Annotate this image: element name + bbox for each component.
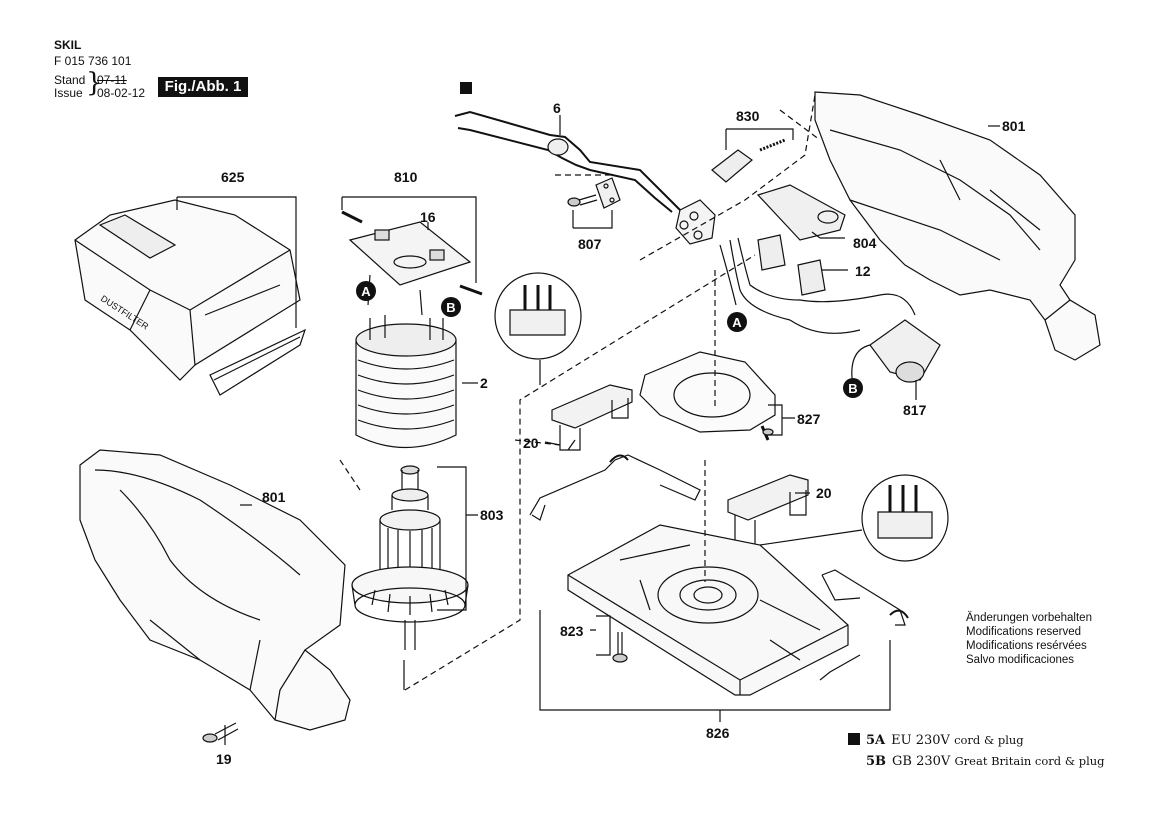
label-20-right: 20 — [816, 485, 832, 501]
label-810: 810 — [394, 169, 418, 185]
dust-filter-part: DUSTFILTER — [74, 199, 307, 396]
label-807: 807 — [578, 236, 602, 252]
switch-cover-part — [756, 184, 846, 241]
stator-coil-part — [355, 315, 457, 448]
power-cord-part — [454, 110, 681, 213]
figure-label: Fig./Abb. 1 — [158, 77, 248, 97]
label-12: 12 — [855, 263, 871, 279]
label-625: 625 — [221, 169, 245, 185]
modification-notes: Änderungen vorbehalten Modifications res… — [966, 611, 1092, 667]
connector-b-upper: B — [441, 297, 461, 317]
marker-5a-square — [460, 82, 472, 94]
brace-glyph: } — [86, 68, 103, 98]
detail-view-right — [759, 474, 949, 562]
svg-text:B: B — [848, 381, 857, 396]
screw-19-part — [202, 722, 239, 743]
label-803: 803 — [480, 507, 504, 523]
note-fr: Modifications resérvées — [966, 640, 1087, 652]
label-16: 16 — [420, 209, 436, 225]
note-en: Modifications reserved — [966, 626, 1082, 638]
label-817: 817 — [903, 402, 927, 418]
detail-view-left — [494, 272, 582, 451]
suppressor-part — [851, 319, 941, 383]
spring-clip-right-part — [819, 569, 909, 681]
cord-clamp-part — [567, 177, 621, 209]
brand-name: SKIL — [54, 38, 82, 52]
spring-clip-left-part — [529, 454, 701, 521]
base-plate-part — [567, 524, 849, 696]
connector-a-upper: A — [356, 281, 376, 301]
issue-value: 08-02-12 — [97, 86, 146, 100]
assembly-lines — [339, 94, 821, 691]
note-es: Salvo modificaciones — [966, 654, 1075, 666]
svg-text:B: B — [446, 300, 455, 315]
connector-a-lower: A — [727, 312, 747, 332]
housing-left-part — [79, 449, 351, 731]
leader-lines — [176, 115, 1000, 745]
armature-part — [351, 465, 469, 650]
label-2: 2 — [480, 375, 488, 391]
part-number: F 015 736 101 — [54, 54, 132, 68]
label-801-right: 801 — [1002, 118, 1026, 134]
housing-right-part — [814, 91, 1101, 361]
switch-lever-part — [711, 138, 786, 183]
label-827: 827 — [797, 411, 821, 427]
label-20-left: 20 — [523, 435, 539, 451]
svg-text:A: A — [361, 284, 371, 299]
label-826: 826 — [706, 725, 730, 741]
marker-square-icon — [848, 733, 860, 745]
label-801-left: 801 — [262, 489, 286, 505]
label-19: 19 — [216, 751, 232, 767]
stand-value: 07-11 — [97, 73, 127, 87]
connector-b-lower: B — [843, 378, 863, 398]
label-823: 823 — [560, 623, 584, 639]
brush-holder-part — [341, 210, 483, 316]
label-804: 804 — [853, 235, 877, 251]
clamp-right-part — [727, 474, 809, 546]
clamp-left-part — [551, 384, 633, 451]
note-de: Änderungen vorbehalten — [966, 612, 1092, 624]
stand-label: Stand — [54, 73, 86, 87]
switch-wiring-part — [719, 234, 916, 334]
screw-823-part — [612, 632, 628, 663]
label-830: 830 — [736, 108, 760, 124]
pad-plate-part — [639, 351, 776, 441]
terminal-block-part — [675, 199, 716, 245]
issue-label: Issue — [54, 86, 83, 100]
svg-text:A: A — [732, 315, 742, 330]
label-6: 6 — [553, 100, 561, 116]
